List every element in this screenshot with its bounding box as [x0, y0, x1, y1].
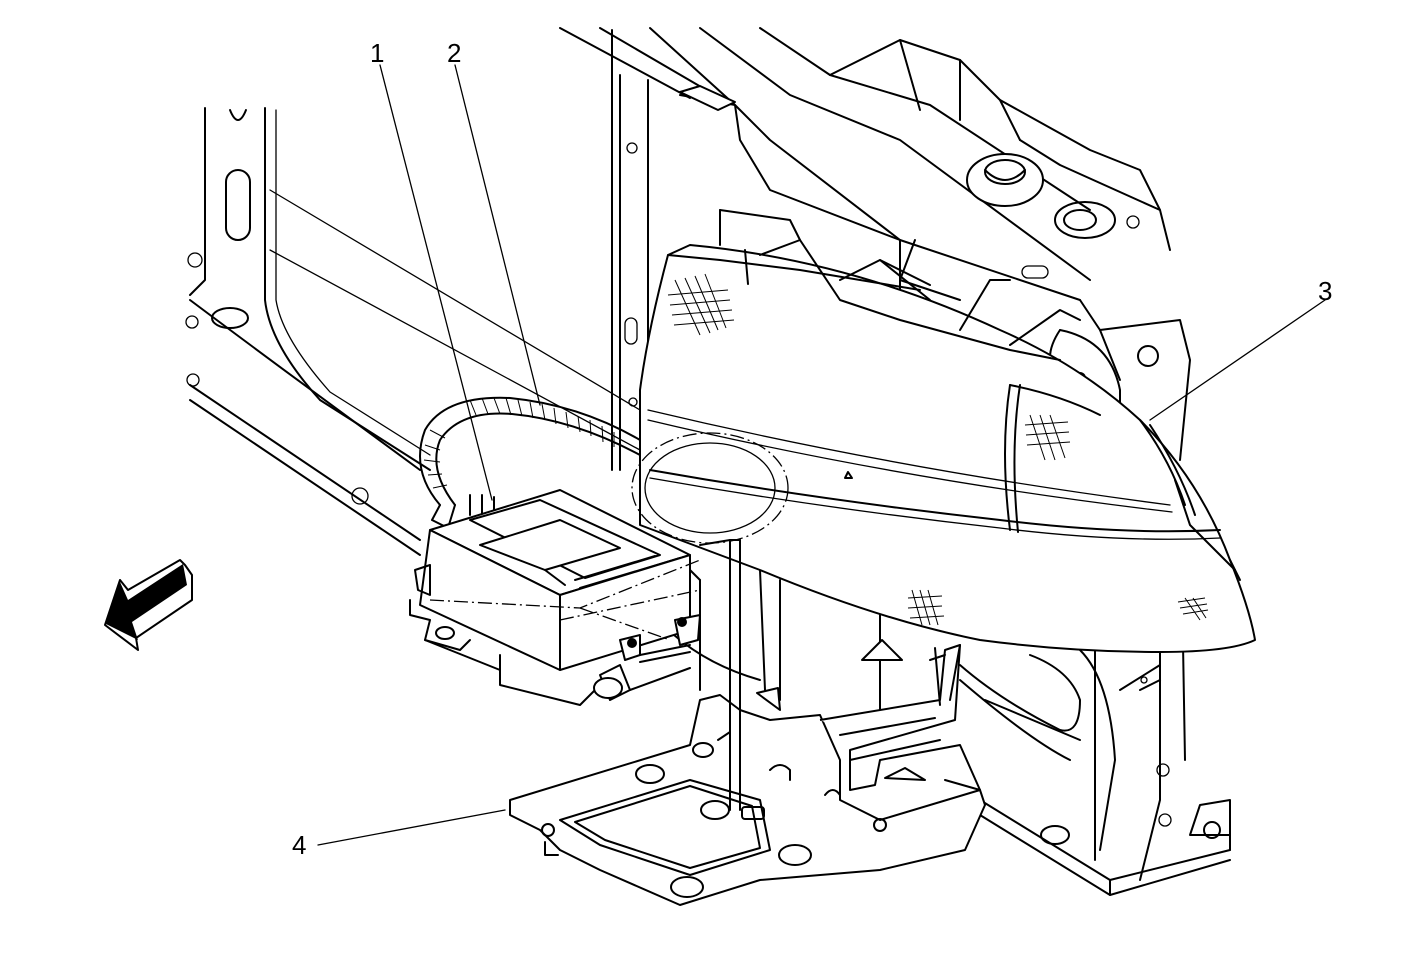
lamp-hatching	[667, 273, 1209, 626]
callout-leaders	[317, 64, 1326, 846]
callout-4: 4	[292, 830, 306, 860]
wiring-harness	[419, 396, 641, 529]
front-direction-arrow-icon	[104, 559, 193, 651]
headlamp-assembly	[631, 209, 1256, 653]
mounting-bracket	[509, 539, 986, 906]
callout-3: 3	[1318, 276, 1332, 306]
restraint-module	[409, 489, 701, 706]
callout-1: 1	[370, 38, 384, 68]
body-frame	[185, 27, 1231, 896]
callout-2: 2	[447, 38, 461, 68]
